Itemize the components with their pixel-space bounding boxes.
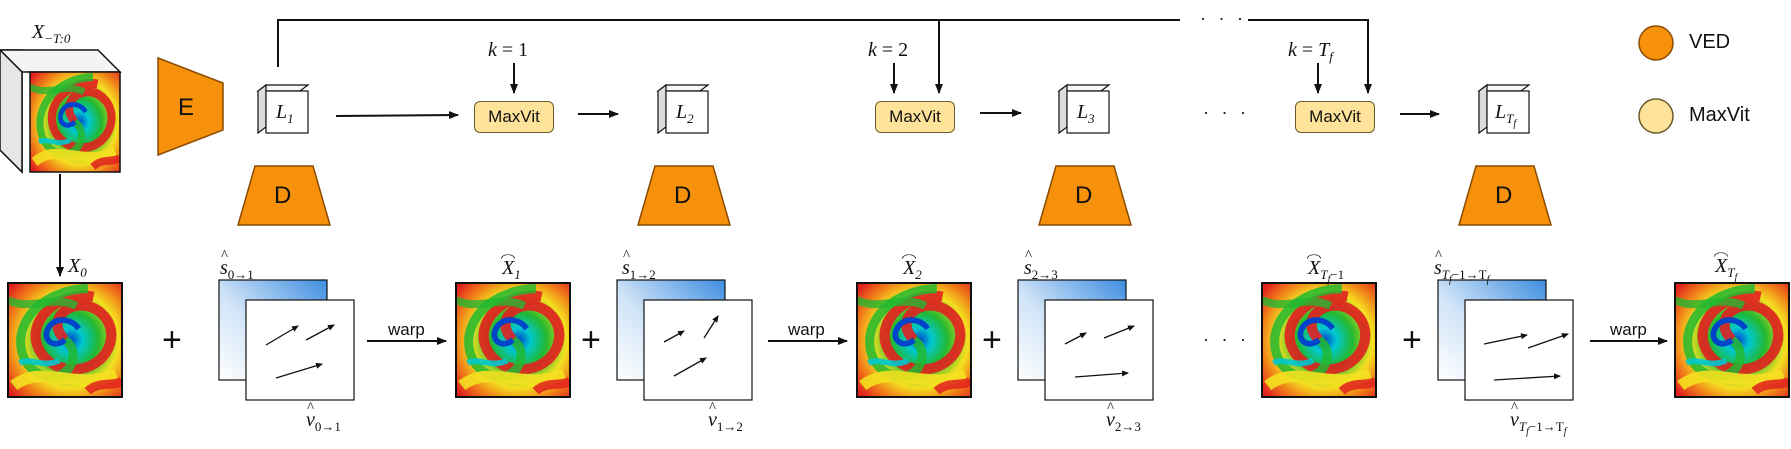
motion-stack-2: [616, 279, 753, 401]
input-label: X−T:0: [32, 21, 71, 46]
warp-label-1: warp: [388, 320, 425, 339]
s-label-2: s1→2: [622, 249, 656, 281]
maxvit-block-2: MaxVit: [875, 101, 955, 133]
ellipsis-top: · · ·: [1200, 9, 1247, 29]
x0-label: X0: [68, 255, 87, 280]
motion-stack-3: [1017, 279, 1154, 401]
ellipsis-middle: · · ·: [1203, 103, 1250, 123]
decoder-label-2: D: [674, 182, 692, 209]
ellipsis-bottom: · · ·: [1203, 330, 1250, 350]
maxvit-label-1: MaxVit: [488, 107, 540, 126]
image-xtf: [1674, 282, 1790, 398]
latent-cube-1: [256, 83, 310, 135]
pred-label-2: X2: [903, 257, 922, 282]
decoder-shape-1: [237, 165, 331, 226]
encoder-label: E: [178, 94, 195, 121]
v-label-1: v0→1: [306, 401, 341, 433]
image-x0: [7, 282, 123, 398]
legend-maxvit-swatch: [1638, 98, 1674, 134]
pred-label-4: XTf: [1715, 255, 1738, 284]
s-label-3: s2→3: [1024, 249, 1058, 281]
plus-sign-2: +: [581, 321, 601, 359]
latent-label-4: LTf: [1495, 101, 1517, 130]
v-label-2: v1→2: [708, 401, 743, 433]
decoder-shape-2: [637, 165, 731, 226]
pred-label-1: X1: [502, 257, 521, 282]
v-label-4: vTf−1→Tf: [1510, 401, 1566, 438]
latent-label-3: L3: [1077, 101, 1095, 126]
feedback-line: [277, 19, 1180, 67]
decoder-label-3: D: [1075, 182, 1093, 209]
warp-label-3: warp: [1610, 320, 1647, 339]
plus-sign-4: +: [1402, 321, 1422, 359]
encoder-shape: [157, 56, 224, 157]
motion-stack-4: [1437, 279, 1574, 401]
maxvit-block-1: MaxVit: [474, 101, 554, 133]
maxvit-label-3: MaxVit: [1309, 107, 1361, 126]
v-label-3: v2→3: [1106, 401, 1141, 433]
latent-cube-3: [1057, 83, 1111, 135]
maxvit-label-2: MaxVit: [889, 107, 941, 126]
latent-label-2: L2: [676, 101, 694, 126]
warp-label-2: warp: [788, 320, 825, 339]
arrow-l1-to-maxvit1: [335, 111, 459, 120]
image-x1: [455, 282, 571, 398]
latent-cube-4: [1477, 83, 1531, 135]
legend-ved-swatch: [1638, 25, 1674, 61]
decoder-label-1: D: [274, 182, 292, 209]
latent-cube-2: [656, 83, 710, 135]
legend-ved-label: VED: [1689, 31, 1731, 53]
plus-sign-1: +: [162, 321, 182, 359]
k-label-1: k = 1: [488, 39, 529, 61]
s-label-4: sTf−1→Tf: [1434, 249, 1489, 286]
decoder-shape-3: [1038, 165, 1132, 226]
motion-stack-1: [218, 279, 355, 401]
maxvit-block-3: MaxVit: [1295, 101, 1375, 133]
image-xtf-1: [1261, 282, 1377, 398]
input-cube: [0, 48, 122, 174]
feedback-line-end: [1248, 19, 1372, 94]
decoder-label-4: D: [1495, 182, 1513, 209]
plus-sign-3: +: [982, 321, 1002, 359]
k-label-2: k = 2: [868, 39, 909, 61]
latent-label-1: L1: [276, 101, 294, 126]
decoder-shape-4: [1458, 165, 1552, 226]
s-label-1: s0→1: [220, 249, 254, 281]
image-x2: [856, 282, 972, 398]
k-label-3: k = Tf: [1288, 39, 1333, 64]
legend-maxvit-label: MaxVit: [1689, 104, 1750, 126]
pred-label-3: XTf−1: [1308, 257, 1345, 286]
